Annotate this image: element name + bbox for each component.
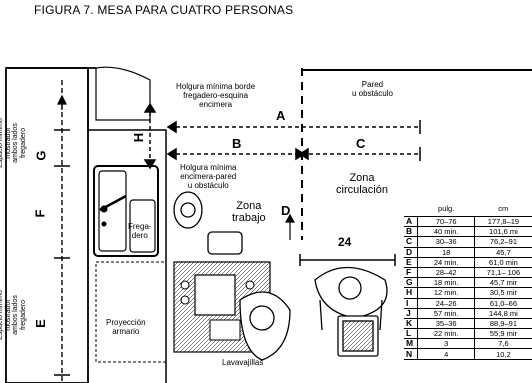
table-cell-key: N [404, 348, 419, 360]
letter-H: H [131, 132, 147, 143]
label-holgura-borde: Holgura mínima borde fregadero-esquina e… [176, 82, 256, 109]
table-cell-key: G [404, 277, 419, 289]
label-lavavajillas: Lavavajillas [222, 358, 264, 367]
table-cell-key: F [404, 267, 419, 279]
table-cell-cm: 45,7 [474, 247, 532, 258]
table-cell-key: C [404, 236, 419, 248]
table-cell-cm: 88,9–91 [474, 318, 532, 330]
counter-outline [5, 67, 167, 383]
sink [93, 165, 159, 257]
label-24: 24 [338, 235, 352, 249]
table-cell-key: K [404, 318, 419, 330]
table-cell-pulg: 18 [417, 247, 475, 258]
label-zona-trabajo: Zona trabajo [232, 200, 266, 224]
letter-C: C [356, 136, 366, 151]
dimension-A [166, 120, 421, 134]
letter-A: A [276, 108, 286, 123]
table-header-key [404, 200, 418, 217]
table-cell-pulg: 70–76 [417, 216, 475, 228]
table-cell-cm: 71,1– 106 [474, 267, 532, 279]
table-cell-key: I [404, 298, 419, 309]
letter-G: G [33, 150, 49, 161]
label-fregadero: Frega- dero [128, 222, 152, 240]
letter-E: E [32, 319, 48, 328]
dimension-BC [166, 147, 421, 161]
table-cell-cm: 30,5 mir [474, 287, 532, 299]
table-cell-key: B [404, 226, 419, 238]
table-cell-cm: 55,9 mir [474, 328, 532, 340]
table-cell-pulg: 4 [417, 348, 475, 360]
letter-F: F [32, 209, 48, 218]
table-cell-key: L [404, 328, 419, 340]
table-cell-pulg: 35–36 [417, 318, 475, 330]
table-cell-cm: 177,8–19 [474, 216, 532, 228]
label-proyeccion-armario: Proyección armario [106, 318, 146, 336]
table-header-cm: cm [474, 200, 532, 217]
table-cell-pulg: 3 [417, 338, 475, 350]
table-cell-cm: 61,0–66 [474, 298, 532, 309]
table-cell-pulg: 24 min. [417, 257, 475, 268]
table-cell-pulg: 40 min. [417, 226, 475, 238]
person-seated [207, 231, 291, 361]
table-cell-key: A [404, 216, 419, 228]
letter-D: D [281, 203, 291, 218]
left-ticks [54, 129, 70, 376]
table-cell-cm: 10,2 [474, 348, 532, 360]
table-cell-cm: 45,7 mir [474, 277, 532, 289]
table-cell-pulg: 30–36 [417, 236, 475, 248]
table-cell-pulg: 18 min. [417, 277, 475, 289]
table-cell-key: D [404, 247, 419, 258]
table-cell-key: E [404, 257, 419, 268]
dimension-H [143, 102, 157, 170]
table-cell-key: M [404, 338, 419, 350]
dimension-D [284, 213, 296, 240]
corner-cabinet [95, 66, 151, 121]
table-cell-cm: 7,6 [474, 338, 532, 350]
table-cell-cm: 101,6 mi [474, 226, 532, 238]
label-espacio-bottom: Espacio mínimo mostrador ambos lados fre… [0, 290, 27, 340]
table-cell-cm: 76,2–91 [474, 236, 532, 248]
person-table [314, 267, 388, 357]
cabinet-projection [95, 261, 167, 363]
figure-title: FIGURA 7. MESA PARA CUATRO PERSONAS [34, 3, 294, 17]
table-cell-pulg: 28–42 [417, 267, 475, 279]
label-holgura-encimera: Holgura mínima encimera-pared u obstácul… [180, 163, 237, 190]
table-cell-cm: 61,0 min [474, 257, 532, 268]
table-cell-pulg: 12 min. [417, 287, 475, 299]
table-cell-key: H [404, 287, 419, 299]
table-cell-pulg: 24–26 [417, 298, 475, 309]
arrow-top [57, 94, 67, 110]
label-espacio-top: Espacio mínimo mostrador ambos lados fre… [0, 118, 27, 168]
person-work-top [173, 191, 203, 229]
table-cell-cm: 144,8 mi [474, 308, 532, 319]
label-zona-circulacion: Zona circulación [336, 172, 388, 196]
table-header-pulg: pulg. [417, 200, 475, 217]
letter-B: B [232, 136, 242, 151]
label-pared: Pared u obstáculo [352, 80, 393, 98]
table-cell-key: J [404, 308, 419, 319]
table-cell-pulg: 57 min. [417, 308, 475, 319]
table-cell-pulg: 22 min. [417, 328, 475, 340]
dimension-24 [299, 254, 396, 266]
